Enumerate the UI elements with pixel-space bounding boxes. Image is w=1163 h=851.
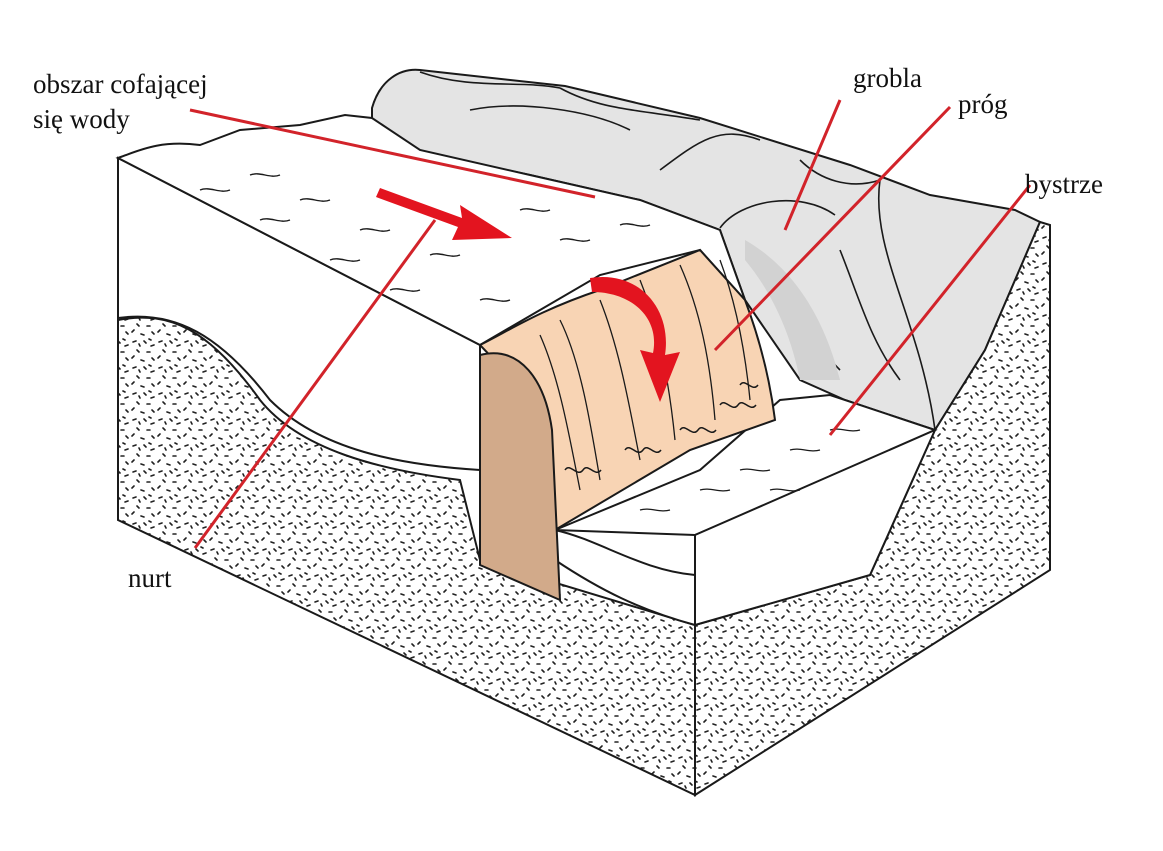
leader-lines xyxy=(189,99,1032,549)
levee-shading xyxy=(745,240,840,380)
sill-foam xyxy=(564,382,759,473)
sill-side xyxy=(479,352,562,602)
label-sill: próg xyxy=(958,89,1008,119)
label-backwater-line1: obszar cofającej xyxy=(33,69,208,99)
label-levee: grobla xyxy=(853,63,922,93)
water-upstream-face xyxy=(117,156,481,472)
water-surface-upstream xyxy=(115,113,746,347)
water-downstream-right xyxy=(694,428,937,627)
leader-backwater xyxy=(189,108,596,199)
label-current: nurt xyxy=(128,563,172,593)
label-backwater-line2: się wody xyxy=(33,104,130,134)
flow-arrows xyxy=(376,188,680,402)
sill xyxy=(478,248,777,602)
leader-current xyxy=(193,219,437,549)
leader-sill xyxy=(713,105,952,352)
leader-levee xyxy=(783,99,842,231)
rapids-ripples xyxy=(639,428,861,512)
flow-arrow-straight xyxy=(376,188,512,240)
leader-rapids xyxy=(828,184,1032,436)
label-rapids: bystrze xyxy=(1025,169,1103,199)
water-ripples xyxy=(199,173,651,302)
flow-arrow-curved xyxy=(590,276,680,402)
levee xyxy=(371,68,1042,432)
